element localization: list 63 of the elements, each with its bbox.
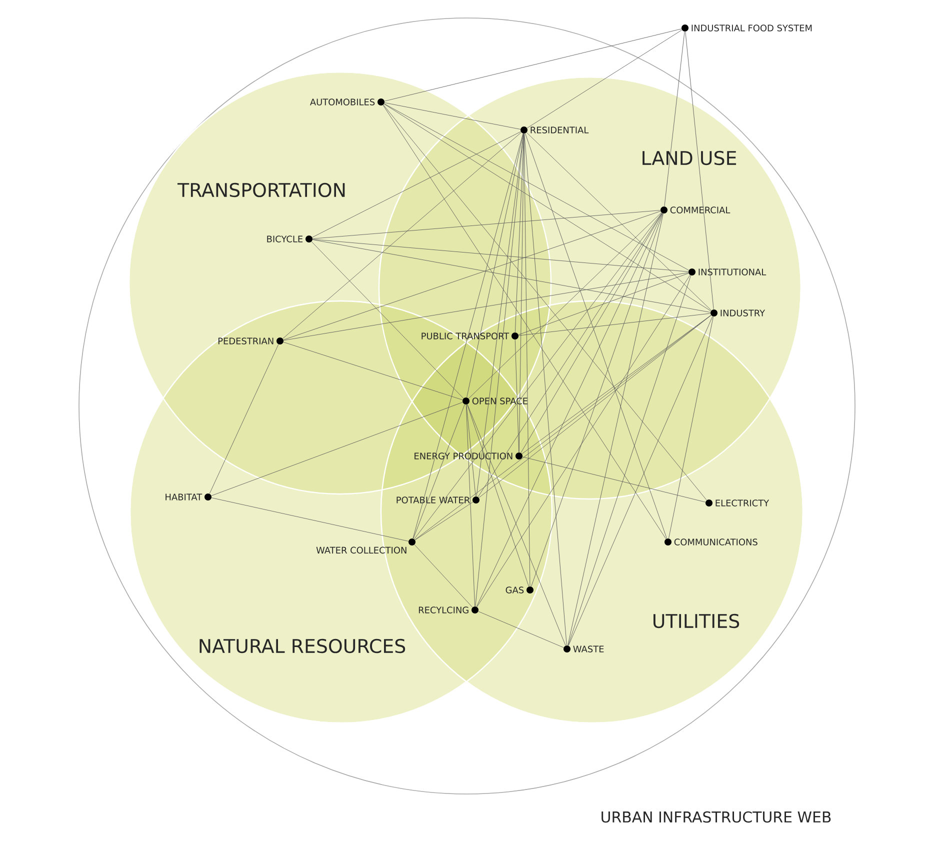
node-label: WASTE [573,646,604,652]
connector-line [311,241,464,399]
connector-line [414,544,473,608]
connector-line [312,131,521,238]
connector-line [522,314,712,454]
connector-line [384,104,712,312]
connector-line [312,239,689,272]
connector-line [668,316,714,539]
connector-line [413,404,465,539]
connector-line [414,212,662,540]
connector-line [531,213,663,587]
connector-line [522,456,706,502]
connector-line [664,31,685,207]
connector-line [685,31,714,310]
connector-line [518,313,711,336]
connector-line [475,133,524,607]
connector-line [467,404,566,646]
connector-line [468,212,662,399]
connector-line [524,133,567,646]
connector-line [312,210,661,239]
node-label: PEDESTRIAN [218,338,274,344]
diagram-title: URBAN INFRASTRUCTURE WEB [602,811,831,823]
connector-line [384,102,521,130]
connector-line [466,404,530,587]
connector-line [283,342,463,400]
connector-line [282,132,522,339]
connector-line [209,344,279,494]
connector-line [520,212,662,454]
connector-line [384,104,689,270]
connector-line [525,133,667,539]
connector-line [568,213,664,646]
connector-line [514,339,520,453]
node-label: HABITAT [166,494,202,500]
connector-line [211,402,463,496]
node-label: BICYCLE [267,236,303,242]
connector-line [414,502,474,540]
connector-line [568,275,692,646]
connector-line [211,498,409,542]
connector-line [283,210,661,340]
connector-line [518,133,524,453]
connector-line [478,611,564,648]
connector-line [384,28,682,102]
connector-line [383,104,707,500]
connector-line [312,239,711,313]
connector-line [412,133,524,539]
connector-line [568,316,713,646]
connector-line [466,133,524,398]
connector-line [476,213,663,607]
node-label: RECYLCING [418,606,468,614]
connector-line [283,272,689,341]
node-label: GAS [506,586,524,594]
connector-line [478,315,712,498]
node-label: ELECTRICTY [716,500,770,506]
connector-line [466,404,476,497]
connector-line [476,274,690,608]
connector-line [518,273,689,335]
node-label: INDUSTRY [720,310,766,316]
connector-line [526,30,682,128]
connector-line [526,132,712,311]
connector-line [382,104,666,540]
connector-line [466,404,476,607]
connector-line [414,315,712,540]
connector-line [524,133,530,587]
